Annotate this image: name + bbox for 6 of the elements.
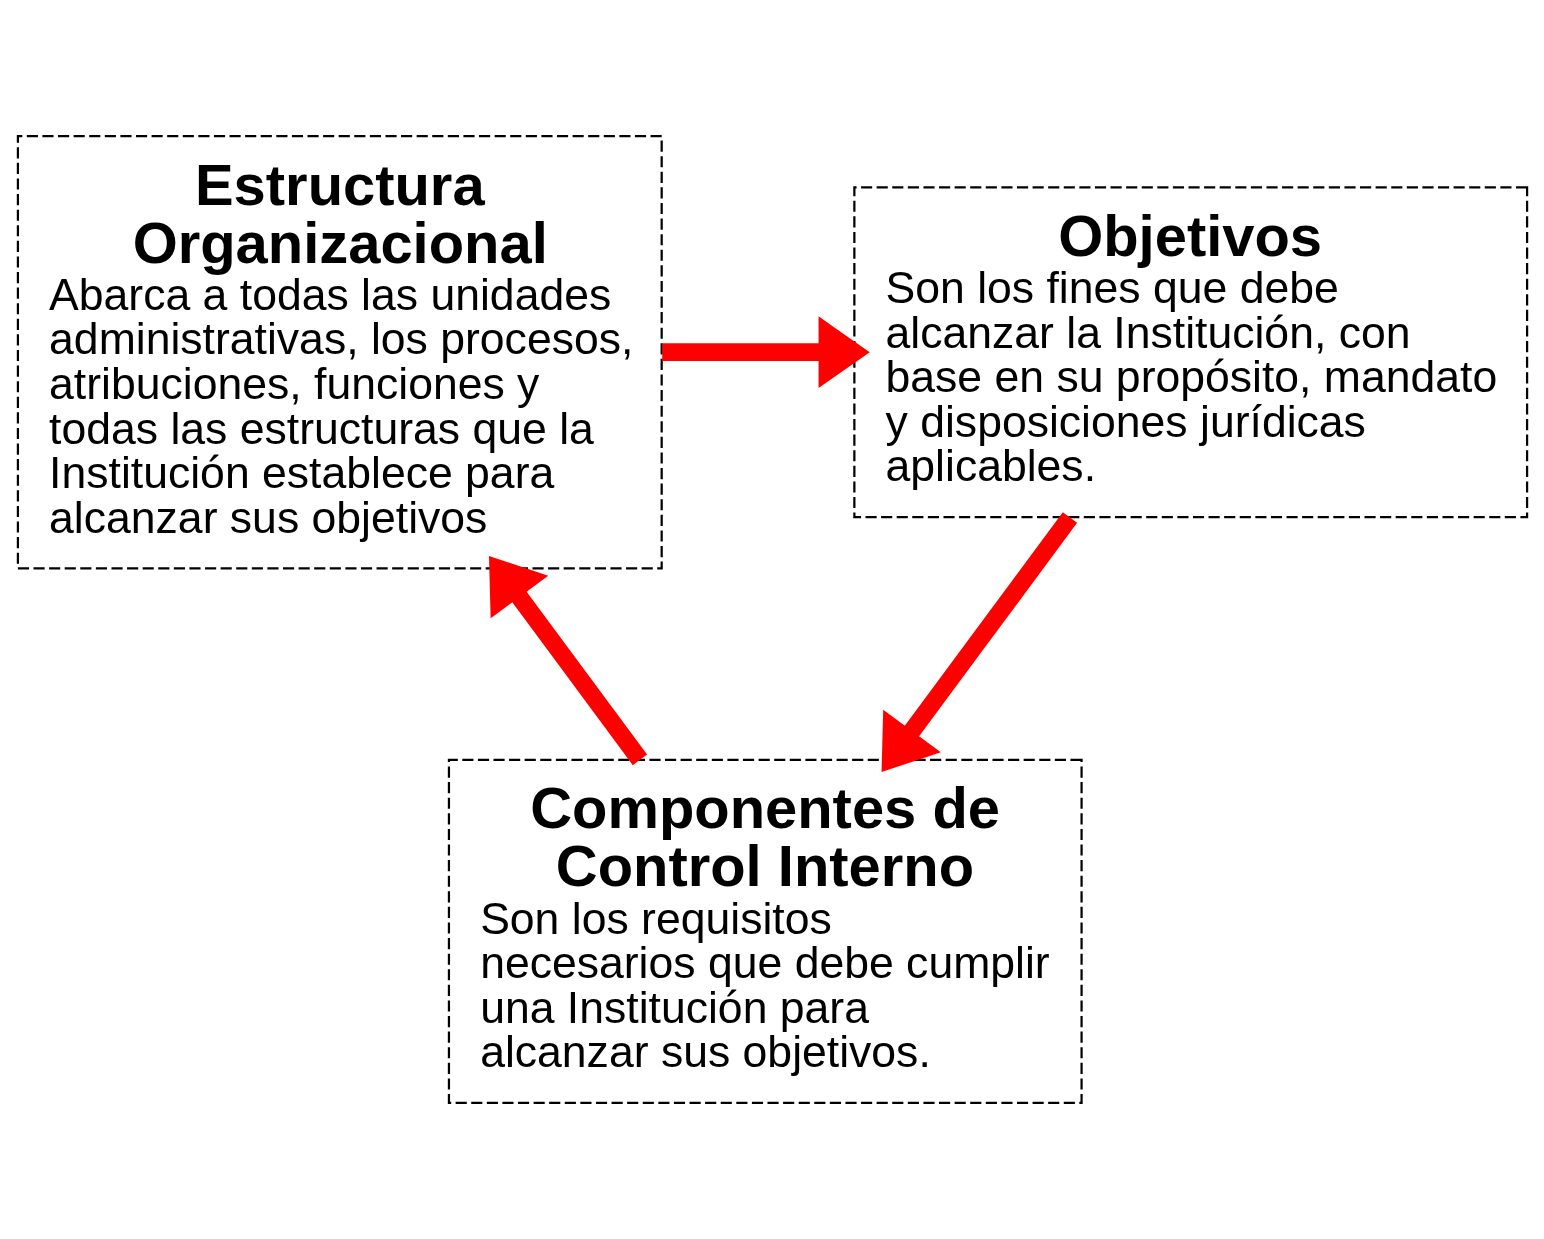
- arrow: [661, 316, 870, 388]
- arrow: [488, 555, 647, 766]
- node-box: Estructura Organizacional Abarca a todas las unidades administrativas, los procesos, atribuciones, funciones y todas las estructuras que la Institución establece para alcanzar sus objetivos: [16, 135, 663, 570]
- node-box: Componentes de Control Interno Son los requisitos necesarios que debe cumplir una Institución para alcanzar sus objetivos.: [447, 758, 1083, 1104]
- arrow: [881, 512, 1077, 773]
- node-box: Objetivos Son los fines que debe alcanzar la Institución, con base en su propósito, mandato y disposiciones jurídicas aplicables.: [852, 186, 1528, 519]
